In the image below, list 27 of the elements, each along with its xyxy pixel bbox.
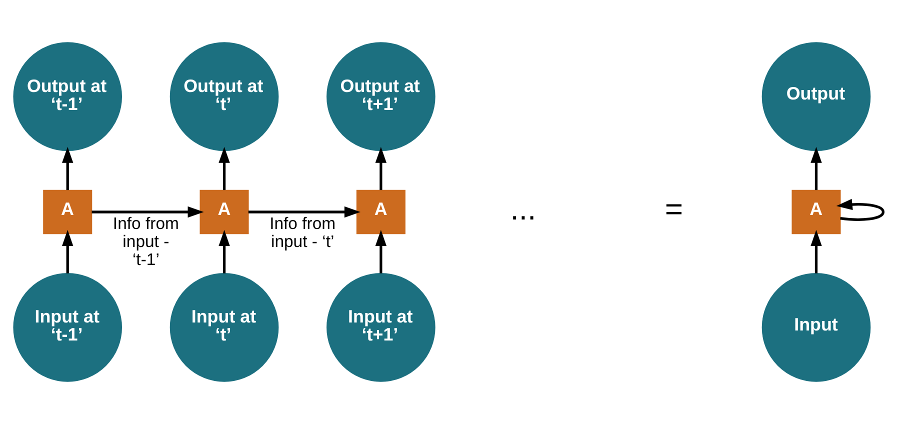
node-box: A: [356, 190, 406, 234]
edge-label: Info from input - ‘t-1’: [112, 214, 179, 269]
node-circle: Output: [762, 42, 871, 151]
arrow: [375, 146, 387, 190]
arrow: [248, 206, 360, 218]
node-circle: Output at ‘t-1’: [13, 42, 122, 151]
label: ...: [510, 192, 536, 227]
node-circle: Input at ‘t-1’: [13, 273, 122, 382]
node-circle: Input at ‘t’: [170, 273, 279, 382]
arrow: [375, 230, 387, 274]
node-box: A: [792, 190, 841, 234]
arrow: [810, 146, 822, 190]
edge-label: Info from input - ‘t’: [270, 214, 336, 251]
node-box: A: [200, 190, 249, 234]
arrow: [810, 230, 822, 274]
arrow: [836, 198, 885, 221]
node-circle: Output at ‘t+1’: [326, 42, 436, 151]
label: =: [664, 192, 683, 227]
node-box: A: [43, 190, 92, 234]
arrow: [92, 206, 204, 218]
node-circle: Input: [762, 273, 871, 382]
arrow: [62, 230, 74, 274]
arrow: [218, 230, 230, 274]
node-circle: Input at ‘t+1’: [326, 273, 436, 382]
arrow: [218, 146, 230, 190]
node-circle: Output at ‘t’: [170, 42, 279, 151]
arrow: [62, 146, 74, 190]
